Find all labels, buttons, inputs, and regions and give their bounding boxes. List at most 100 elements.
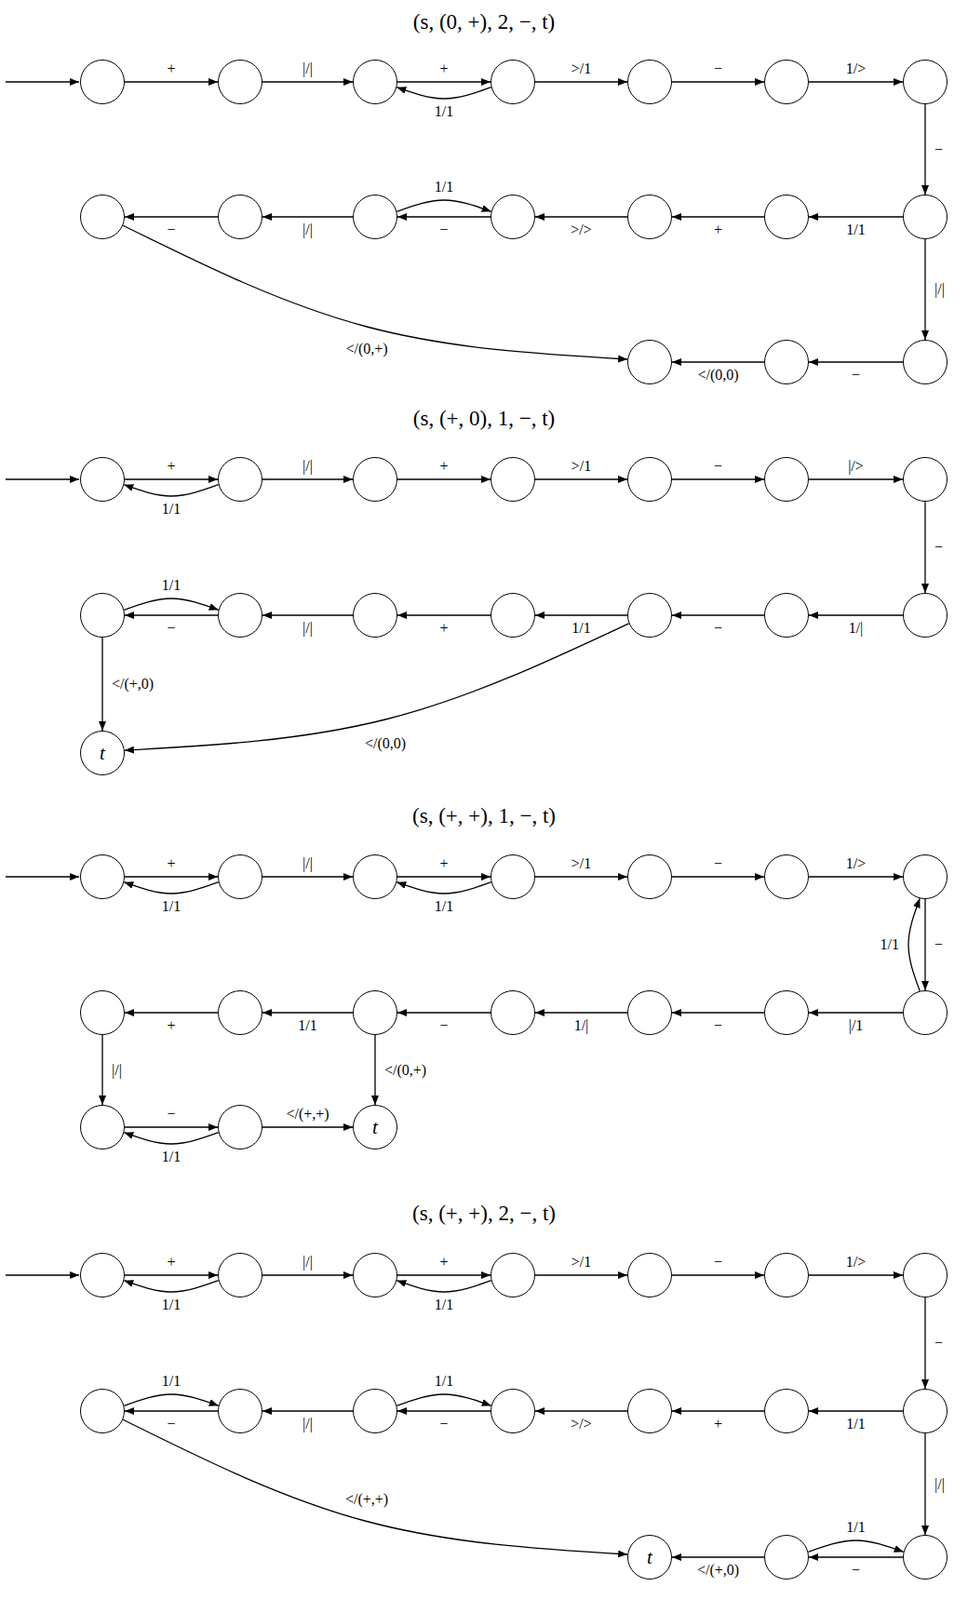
transition-label: − bbox=[712, 619, 725, 637]
transition-arrow bbox=[535, 1274, 628, 1276]
transition-label: + bbox=[164, 1253, 177, 1271]
transition-label: >/1 bbox=[569, 60, 593, 78]
transition-arrow bbox=[807, 1540, 903, 1552]
transition-arrow bbox=[262, 1011, 353, 1013]
state-circle bbox=[80, 1104, 125, 1150]
transition-arrow bbox=[808, 361, 903, 363]
transition-label: |/1 bbox=[847, 1017, 866, 1035]
transition-label: − bbox=[164, 1415, 177, 1433]
transition-label: >/1 bbox=[569, 457, 593, 475]
transition-arrow bbox=[672, 614, 765, 616]
transition-label: 1/1 bbox=[844, 1415, 867, 1433]
transition-arrow bbox=[672, 1410, 765, 1412]
transition-arrow bbox=[123, 1132, 218, 1144]
transition-label: |/| bbox=[300, 221, 315, 239]
state-circle bbox=[352, 194, 398, 240]
state-circle bbox=[764, 854, 809, 900]
transition-label: + bbox=[712, 221, 725, 239]
state-circle bbox=[80, 1388, 125, 1434]
state-circle bbox=[627, 990, 673, 1036]
state-circle bbox=[627, 592, 673, 638]
transition-arrow bbox=[396, 200, 491, 212]
transition-arrow bbox=[535, 875, 628, 877]
section-title: (s, (+, +), 1, −, t) bbox=[412, 804, 556, 828]
transition-label: + bbox=[437, 457, 450, 475]
transition-label: + bbox=[437, 60, 450, 78]
state-circle bbox=[902, 1388, 948, 1434]
state-circle bbox=[217, 1252, 263, 1298]
start-arrow bbox=[5, 478, 80, 480]
state-circle bbox=[80, 592, 125, 638]
state-circle bbox=[627, 1388, 673, 1434]
transition-arrow bbox=[122, 225, 628, 360]
state-circle bbox=[764, 59, 809, 105]
transition-arrow bbox=[396, 1394, 491, 1406]
transition-label: + bbox=[437, 855, 450, 873]
transition-arrow bbox=[124, 614, 218, 616]
transition-arrow bbox=[124, 875, 218, 877]
transition-label: + bbox=[164, 457, 177, 475]
state-circle bbox=[352, 854, 398, 900]
transition-arrow bbox=[808, 1274, 903, 1276]
state-circle bbox=[352, 457, 398, 502]
state-label: t bbox=[372, 1117, 378, 1138]
transition-label: |/| bbox=[300, 457, 315, 475]
transition-arrow bbox=[123, 484, 218, 497]
transition-arrow bbox=[122, 1419, 628, 1555]
transition-label: </(+,+) bbox=[283, 1105, 331, 1123]
transition-label: − bbox=[712, 60, 725, 78]
transition-label: |/> bbox=[846, 457, 866, 475]
transition-label: + bbox=[164, 1017, 177, 1035]
state-circle bbox=[80, 59, 125, 105]
transition-arrow bbox=[672, 215, 765, 217]
transition-arrow bbox=[101, 637, 103, 731]
transition-arrow bbox=[397, 1274, 491, 1276]
connectors bbox=[102, 81, 926, 1558]
transition-label: − bbox=[437, 221, 450, 239]
transition-label: </(0,+) bbox=[343, 340, 390, 358]
transition-label: 1/1 bbox=[160, 577, 183, 594]
transition-label: |/| bbox=[932, 281, 947, 298]
transition-label: |/| bbox=[109, 1062, 124, 1079]
transition-label: − bbox=[437, 1017, 450, 1035]
transition-arrow bbox=[124, 1126, 218, 1128]
transition-arrow bbox=[262, 80, 353, 82]
transition-arrow bbox=[808, 478, 903, 480]
transition-label: >/1 bbox=[569, 1253, 593, 1271]
transition-arrow bbox=[124, 1274, 218, 1276]
transition-arrow bbox=[262, 1410, 353, 1412]
transition-label: 1/> bbox=[844, 1253, 868, 1271]
state-circle bbox=[490, 854, 536, 900]
transition-arrow bbox=[808, 875, 903, 877]
transition-arrow bbox=[908, 898, 920, 991]
transition-label: + bbox=[437, 619, 450, 637]
state-circle bbox=[352, 59, 398, 105]
transition-arrow bbox=[535, 1410, 628, 1412]
transition-arrow bbox=[124, 1410, 218, 1412]
transition-label: − bbox=[849, 1561, 862, 1579]
state-circle bbox=[902, 592, 948, 638]
transition-label: + bbox=[164, 855, 177, 873]
transition-label: |/| bbox=[932, 1476, 947, 1493]
transition-label: 1/| bbox=[572, 1017, 592, 1035]
transition-arrow bbox=[672, 875, 765, 877]
transition-arrow bbox=[672, 361, 765, 363]
transition-arrow bbox=[808, 1556, 903, 1558]
transition-label: </(+,+) bbox=[343, 1491, 390, 1508]
state-circle bbox=[902, 59, 948, 105]
transition-label: 1/> bbox=[844, 60, 868, 78]
transition-label: 1/1 bbox=[295, 1017, 319, 1035]
state-circle bbox=[627, 339, 673, 385]
state-circle bbox=[764, 1534, 809, 1580]
transition-arrow bbox=[124, 478, 218, 480]
transition-arrow bbox=[124, 215, 218, 217]
transition-label: + bbox=[712, 1415, 725, 1433]
section-title: (s, (0, +), 2, −, t) bbox=[413, 10, 555, 34]
transition-arrow bbox=[124, 623, 630, 751]
transition-arrow bbox=[262, 215, 353, 217]
start-arrows bbox=[5, 81, 80, 1276]
transition-arrow bbox=[101, 1035, 103, 1105]
transition-arrow bbox=[396, 882, 491, 894]
transition-arrow bbox=[672, 478, 765, 480]
transition-label: − bbox=[712, 855, 725, 873]
